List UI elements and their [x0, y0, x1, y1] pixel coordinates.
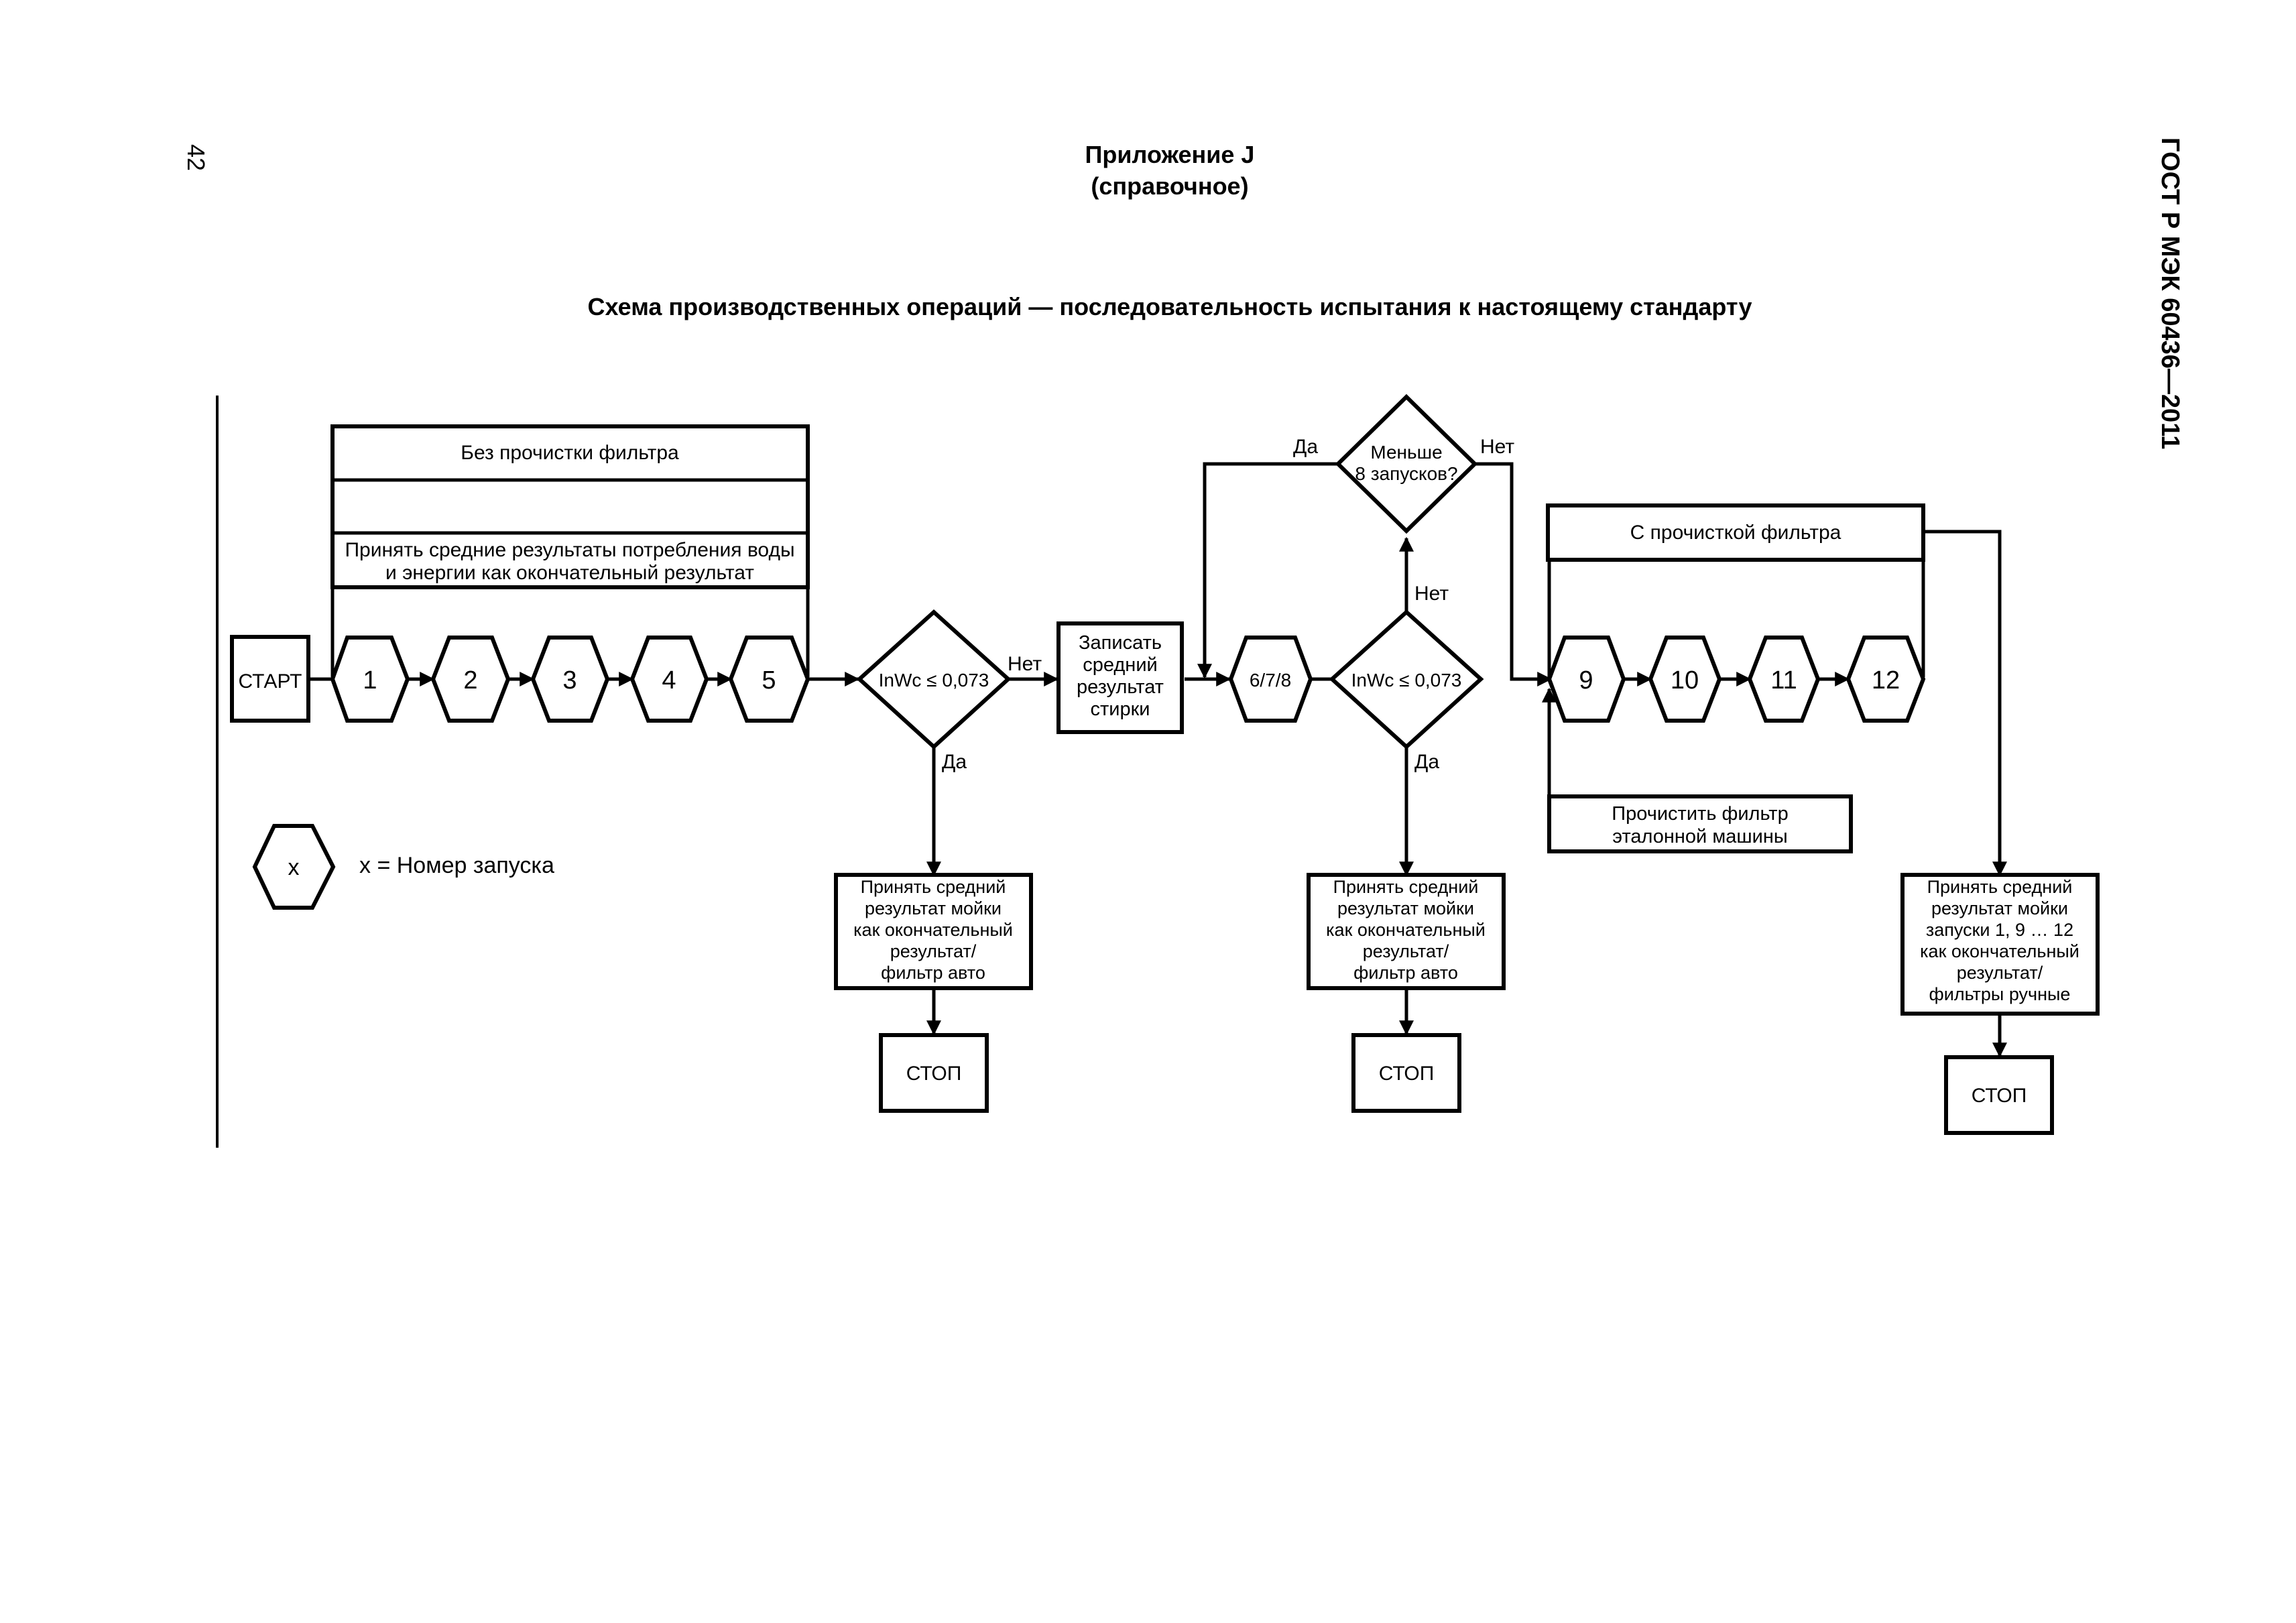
decision-fewer-runs[interactable]: Меньше 8 запусков?	[1335, 394, 1478, 534]
decision-inwc-label: InWc ≤ 0,073	[1351, 670, 1462, 690]
run-hex-11[interactable]: 11	[1747, 636, 1821, 723]
result-line: фильтры ручные	[1929, 984, 2071, 1004]
no-label-fewer: Нет	[1480, 436, 1514, 458]
clean-line-1: Прочистить фильтр	[1612, 803, 1788, 825]
fewer-line-1: Меньше	[1370, 442, 1442, 463]
result-line: как окончательный	[1920, 941, 2079, 961]
yes-label-decision-1: Да	[942, 751, 967, 773]
diagram-title: Схема производственных операций — послед…	[588, 293, 1752, 320]
run-label: 4	[662, 666, 676, 695]
run-hex-4[interactable]: 4	[629, 636, 709, 723]
result-auto-middle[interactable]: Принять средний результат мойки как окон…	[1307, 873, 1506, 990]
result-line: Принять средний	[1333, 877, 1479, 897]
clean-reference-filter-box[interactable]: Прочистить фильтр эталонной машины	[1547, 794, 1853, 853]
run-label: 12	[1872, 666, 1900, 695]
accept-avg-line-2: и энергии как окончательный результат	[385, 562, 754, 584]
run-hex-3[interactable]: 3	[530, 636, 610, 723]
decision-inwc-1[interactable]: InWc ≤ 0,073	[856, 609, 1012, 750]
record-line-2: средний	[1083, 654, 1157, 676]
run-hex-5[interactable]: 5	[728, 636, 810, 723]
stop-label: СТОП	[1379, 1063, 1435, 1085]
legend: x x = Номер запуска	[252, 824, 554, 910]
accept-avg-line-1: Принять средние результаты потребления в…	[345, 539, 794, 561]
result-line: Принять средний	[1927, 877, 2073, 897]
result-line: запуски 1, 9 … 12	[1926, 920, 2073, 940]
result-line: результат мойки	[1931, 898, 2068, 918]
run-label: 11	[1770, 666, 1797, 695]
run-label: 1	[363, 666, 377, 695]
run-hex-10[interactable]: 10	[1648, 636, 1722, 723]
result-line: фильтр авто	[1353, 963, 1458, 983]
result-line: фильтр авто	[881, 963, 985, 983]
no-cleaning-group: Без прочистки фильтра Принять средние ре…	[330, 424, 810, 589]
yes-label-fewer: Да	[1293, 436, 1318, 458]
with-cleaning-box: С прочисткой фильтра	[1546, 503, 1925, 562]
stop-label: СТОП	[1972, 1085, 2027, 1107]
legend-symbol: x	[288, 855, 300, 880]
yes-label-decision-2: Да	[1414, 751, 1439, 773]
run-hex-9[interactable]: 9	[1547, 636, 1626, 723]
result-line: результат мойки	[1337, 898, 1474, 918]
appendix-subtitle: (справочное)	[1091, 172, 1248, 200]
with-cleaning-label: С прочисткой фильтра	[1630, 522, 1841, 544]
record-line-3: результат	[1077, 676, 1164, 698]
result-manual-right[interactable]: Принять средний результат мойки запуски …	[1900, 873, 2100, 1016]
stop-label: СТОП	[906, 1063, 962, 1085]
no-label-decision-1: Нет	[1008, 653, 1042, 675]
stop-node-right[interactable]: СТОП	[1944, 1055, 2054, 1135]
run-hex-2[interactable]: 2	[430, 636, 511, 723]
record-line-1: Записать	[1079, 632, 1162, 654]
appendix-title: Приложение J	[1085, 141, 1255, 168]
decision-inwc-2[interactable]: InWc ≤ 0,073	[1329, 609, 1484, 750]
run-label: 5	[762, 666, 776, 695]
no-cleaning-label: Без прочистки фильтра	[461, 442, 679, 464]
page-number: 42	[182, 144, 210, 171]
run-label: 6/7/8	[1250, 670, 1291, 690]
result-line: как окончательный	[1326, 920, 1486, 940]
run-hex-678[interactable]: 6/7/8	[1228, 636, 1313, 723]
legend-hexagon	[252, 824, 336, 910]
no-label-decision-2: Нет	[1414, 583, 1449, 605]
stop-node-left[interactable]: СТОП	[879, 1033, 989, 1113]
clean-line-2: эталонной машины	[1612, 826, 1787, 847]
run-label: 9	[1579, 666, 1593, 695]
fewer-line-2: 8 запусков?	[1355, 463, 1457, 484]
run-hex-12[interactable]: 12	[1846, 636, 1926, 723]
decision-inwc-label: InWc ≤ 0,073	[879, 670, 989, 690]
result-line: результат/	[1363, 941, 1449, 961]
run-label: 2	[463, 666, 477, 695]
run-label: 3	[562, 666, 577, 695]
result-line: результат/	[1957, 963, 2043, 983]
result-line: Принять средний	[861, 877, 1006, 897]
start-label: СТАРТ	[239, 670, 302, 693]
result-line: результат/	[890, 941, 977, 961]
result-auto-left[interactable]: Принять средний результат мойки как окон…	[834, 873, 1033, 990]
result-line: результат мойки	[865, 898, 1002, 918]
record-average-box[interactable]: Записать средний результат стирки	[1056, 621, 1184, 734]
start-node[interactable]: СТАРТ	[230, 635, 310, 723]
run-hex-1[interactable]: 1	[330, 636, 410, 723]
legend-text: x = Номер запуска	[359, 853, 554, 878]
record-line-4: стирки	[1091, 699, 1150, 720]
run-label: 10	[1671, 666, 1699, 695]
result-line: как окончательный	[853, 920, 1013, 940]
document-code: ГОСТ Р МЭК 60436—2011	[2156, 137, 2184, 449]
stop-node-middle[interactable]: СТОП	[1351, 1033, 1461, 1113]
